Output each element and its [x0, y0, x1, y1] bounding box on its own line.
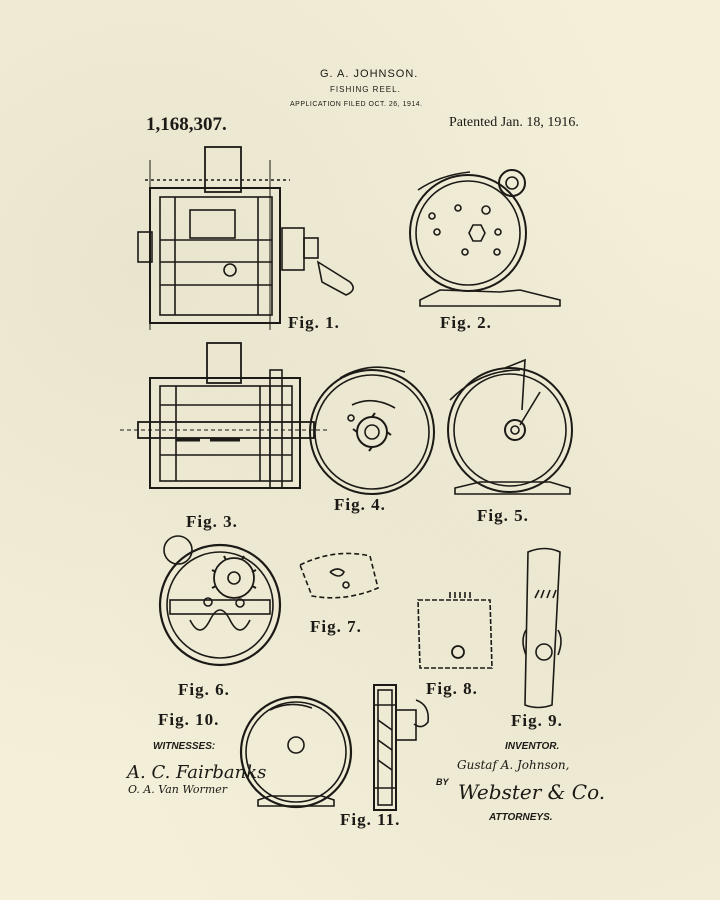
fig10-label: Fig. 10. [158, 710, 219, 729]
fig6-label: Fig. 6. [178, 680, 230, 699]
fig8-drawing [417, 592, 493, 669]
inventor-name: G. A. JOHNSON. [320, 68, 419, 80]
fig9-label: Fig. 9. [511, 711, 563, 730]
fig11-drawing [373, 684, 430, 811]
fig5-label: Fig. 5. [477, 506, 529, 525]
fig1-drawing [137, 146, 354, 330]
fig4-label: Fig. 4. [334, 495, 386, 514]
application-filed: APPLICATION FILED OCT. 26, 1914. [290, 101, 423, 108]
patented-date: Patented Jan. 18, 1916. [449, 115, 579, 130]
attorneys-label: ATTORNEYS. [489, 812, 553, 823]
fig6-drawing [158, 535, 282, 667]
patent-number: 1,168,307. [146, 114, 227, 135]
fig9-drawing [522, 547, 562, 709]
fig3-drawing [120, 342, 330, 489]
fig11-label: Fig. 11. [340, 810, 400, 829]
fig5-drawing [447, 358, 573, 495]
witnesses-label: WITNESSES: [153, 741, 216, 752]
fig1-label: Fig. 1. [288, 313, 340, 332]
witness2-signature: O. A. Van Wormer [128, 783, 228, 796]
fig10-drawing [239, 695, 353, 809]
fig4-drawing [309, 366, 435, 495]
patent-subject: FISHING REEL. [330, 85, 401, 94]
fig3-label: Fig. 3. [186, 512, 238, 531]
fig2-label: Fig. 2. [440, 313, 492, 332]
by-label: BY [436, 777, 449, 787]
fig2-drawing [409, 169, 561, 307]
inventor-label: INVENTOR. [505, 741, 560, 752]
attorney-signature: Webster & Co. [458, 780, 606, 804]
fig8-label: Fig. 8. [426, 679, 478, 698]
fig7-drawing [298, 552, 379, 599]
fig7-label: Fig. 7. [310, 617, 362, 636]
witness1-signature: A. C. Fairbanks [127, 762, 267, 783]
inventor-signature: Gustaf A. Johnson, [457, 758, 570, 772]
